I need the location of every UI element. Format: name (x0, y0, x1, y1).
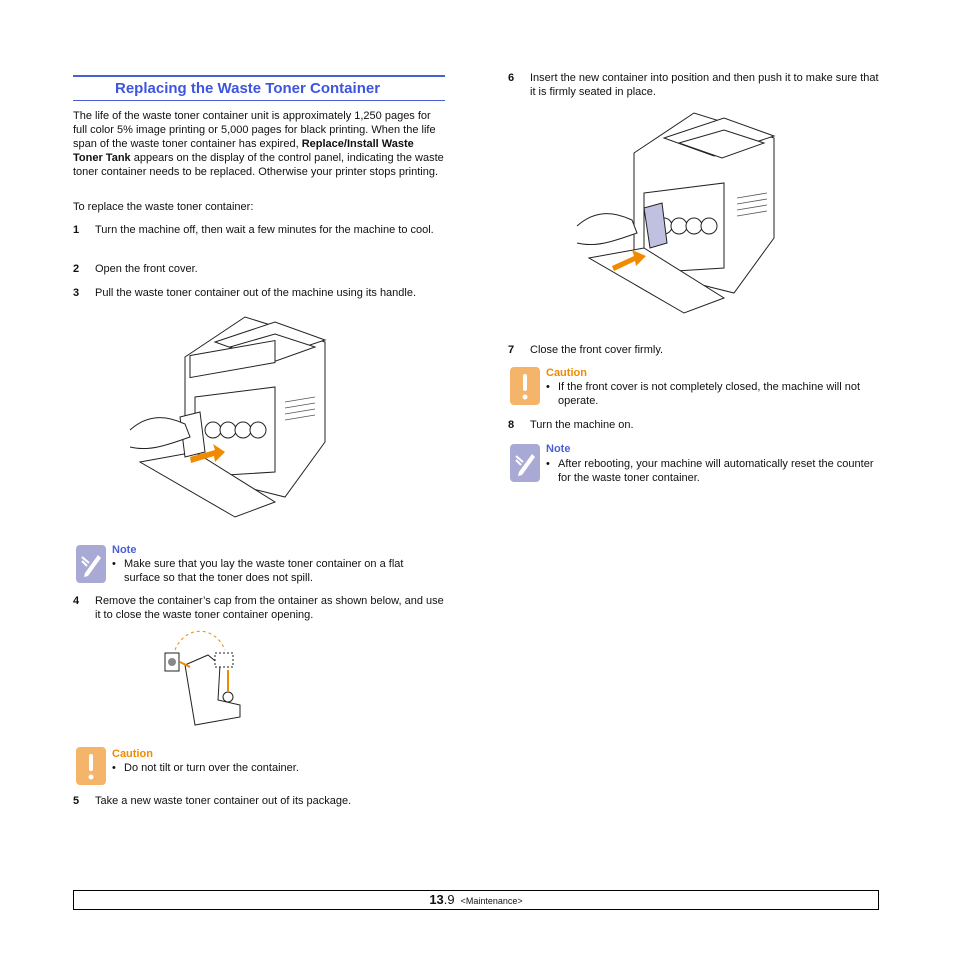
page-number-minor: .9 (443, 892, 455, 907)
cap-removal-illustration (160, 625, 260, 730)
remove-container-illustration (125, 312, 340, 527)
note-heading: Note (112, 544, 137, 556)
caution-heading: Caution (112, 748, 153, 760)
caution-icon (510, 367, 540, 405)
lead-text: To replace the waste toner container: (73, 201, 254, 213)
caution-heading: Caution (546, 367, 587, 379)
insert-container-illustration (572, 108, 787, 323)
caution-bullet: •Do not tilt or turn over the container. (112, 762, 299, 774)
caution-bullet: •If the front cover is not completely cl… (546, 381, 861, 407)
note-bullet: •Make sure that you lay the waste toner … (112, 558, 404, 584)
page-number-major: 13 (429, 892, 444, 907)
note-heading: Note (546, 443, 571, 455)
intro-paragraph: The life of the waste toner container un… (73, 110, 444, 178)
chapter-label: <Maintenance> (460, 896, 523, 906)
note-bullet: •After rebooting, your machine will auto… (546, 458, 874, 484)
caution-icon (76, 747, 106, 785)
note-icon (510, 444, 540, 482)
note-icon (76, 545, 106, 583)
section-title: Replacing the Waste Toner Container (73, 75, 445, 101)
page-footer: 13.9 <Maintenance> (73, 890, 879, 910)
